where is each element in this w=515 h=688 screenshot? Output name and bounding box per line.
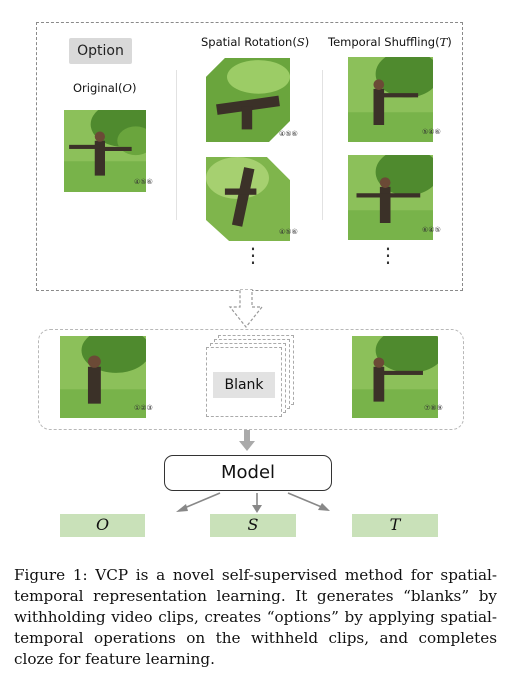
spatial-frame-2-numbers: ④⑤⑥ (279, 228, 298, 236)
model-box: Model (164, 455, 332, 491)
result-spatial: S (210, 514, 296, 537)
spatial-frame-1-numbers: ④⑤⑥ (279, 130, 298, 138)
blank-to-model-arrow (239, 430, 255, 451)
options-to-blank-arrow (228, 289, 264, 328)
temporal-frame-1 (348, 57, 433, 142)
temporal-frame-2-numbers: ⑥④⑤ (422, 226, 441, 234)
option-tag: Option (69, 38, 132, 64)
input-frame-right-numbers: ⑦⑧⑨ (424, 404, 443, 412)
column-divider-1 (176, 70, 177, 220)
spatial-frame-1 (206, 58, 290, 142)
column-divider-2 (322, 70, 323, 220)
result-temporal: T (352, 514, 438, 537)
model-to-results-arrows (176, 492, 330, 513)
input-frame-left (60, 336, 146, 418)
original-frame-numbers: ④⑤⑥ (134, 178, 153, 186)
temporal-frame-2 (348, 155, 433, 240)
input-frame-left-numbers: ①②③ (134, 404, 153, 412)
original-label: Original(O) (73, 81, 137, 95)
result-original: O (60, 514, 145, 537)
temporal-ellipsis: ⋮ (378, 243, 398, 267)
spatial-frame-2 (206, 157, 290, 241)
temporal-shuffling-label: Temporal Shuffling(T) (328, 35, 452, 49)
spatial-ellipsis: ⋮ (243, 243, 263, 267)
temporal-frame-1-numbers: ⑤④⑥ (422, 128, 441, 136)
input-clip-panel (38, 329, 464, 430)
input-frame-right (352, 336, 438, 418)
spatial-rotation-label: Spatial Rotation(S) (201, 35, 310, 49)
original-frame (64, 110, 146, 192)
figure-caption: Figure 1: VCP is a novel self-supervised… (14, 566, 497, 668)
blank-label: Blank (213, 372, 275, 398)
